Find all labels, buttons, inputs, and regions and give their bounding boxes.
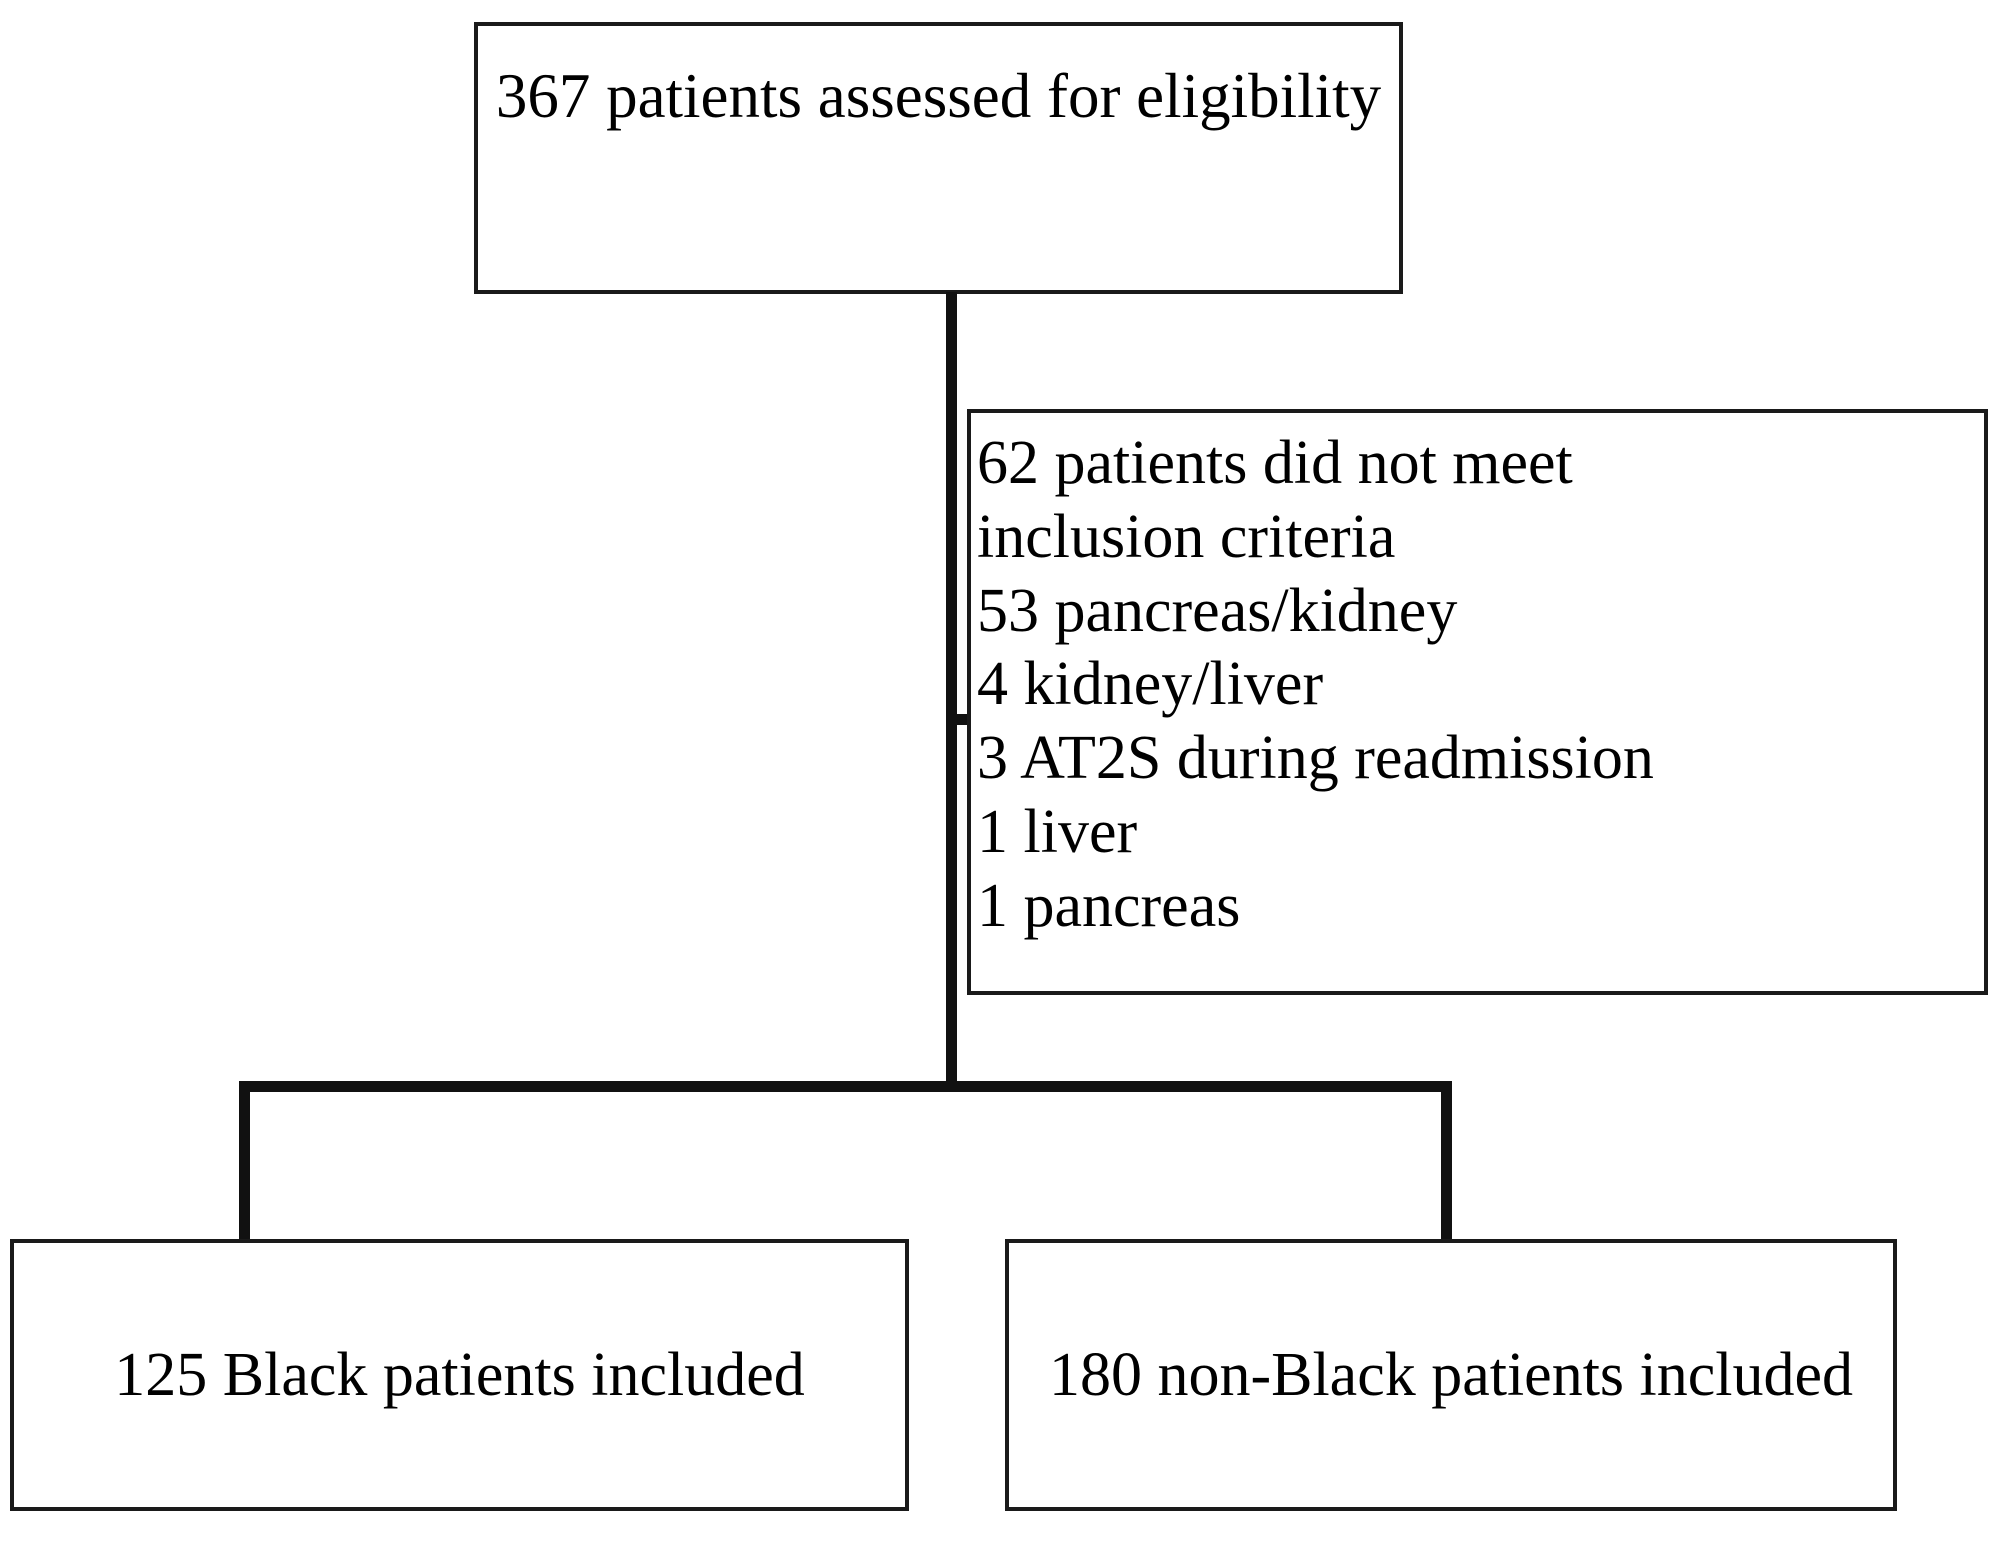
node-excluded-label: 62 patients did not meet inclusion crite… [977, 429, 1654, 940]
node-black-included-label: 125 Black patients included [114, 1340, 805, 1409]
connector-stub-to-excluded [946, 714, 976, 725]
node-black-patients-included: 125 Black patients included [10, 1239, 909, 1511]
node-assessed-label: 367 patients assessed for eligibility [495, 61, 1382, 131]
connector-trunk-vertical [946, 292, 957, 1090]
connector-split-horizontal [239, 1081, 1452, 1092]
node-assessed-for-eligibility: 367 patients assessed for eligibility [474, 22, 1403, 294]
node-excluded-not-meeting-criteria: 62 patients did not meet inclusion crite… [967, 409, 1988, 995]
connector-branch-right-vertical [1441, 1081, 1452, 1243]
node-nonblack-patients-included: 180 non-Black patients included [1005, 1239, 1897, 1511]
node-nonblack-included-label: 180 non-Black patients included [1048, 1340, 1854, 1409]
connector-branch-left-vertical [239, 1081, 250, 1243]
